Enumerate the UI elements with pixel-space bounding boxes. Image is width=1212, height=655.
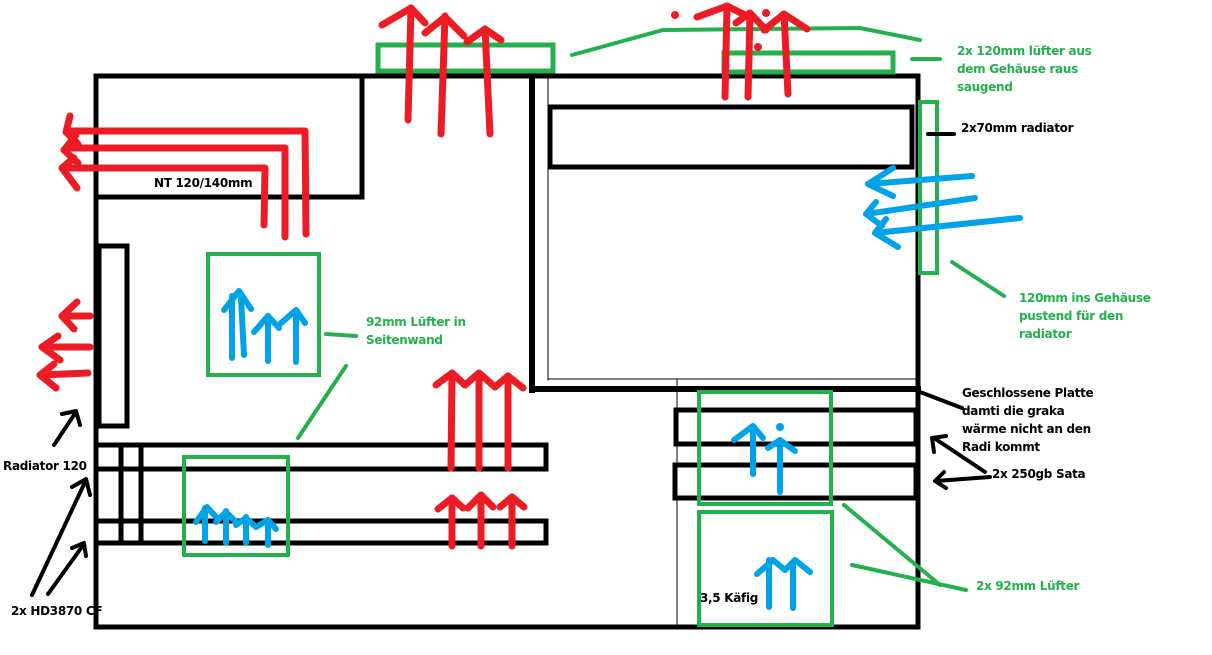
top-fan-left (375, 42, 556, 74)
side-fan-label: 92mm Lüfter in Seitenwand (366, 315, 466, 347)
front-92-pointer-b (850, 563, 968, 592)
hot-air-arrow-psu (58, 112, 310, 241)
front-fan-label: 120mm ins Gehäuse pustend für den radiat… (1019, 291, 1151, 341)
gpu-side-fan (182, 455, 290, 557)
closed-plate-pointer (918, 390, 964, 410)
graphics-cards-label: 2x HD3870 CF (11, 604, 103, 618)
hot-air-arrow-gpu-upper (432, 369, 527, 472)
hot-air-arrow-left-radiator (36, 298, 94, 392)
front-92-fan-lower (697, 510, 834, 627)
closed-plate-label: Geschlossene Platte damti die graka wärm… (962, 386, 1094, 454)
cool-air-arrow-front-radiator (863, 165, 1023, 250)
top-fans-label: 2x 120mm lüfter aus dem Gehäuse raus sau… (957, 44, 1092, 94)
front-92-fans-label: 2x 92mm Lüfter (976, 579, 1080, 593)
cool-air-arrow-gpu-fan (193, 504, 279, 548)
front-fan-pointer (950, 260, 1006, 298)
radiator-120-pointer (52, 409, 82, 447)
hot-air-arrow-top-right (671, 2, 811, 101)
hdd-slot-1 (673, 407, 919, 447)
graphics-card-1 (93, 442, 549, 472)
drive-cage-label: 3,5 Käfig (700, 591, 759, 605)
radiator-70-label: 2x70mm radiator (961, 121, 1074, 135)
radiator-120-box (96, 243, 130, 429)
hd3870-pointer-2 (46, 541, 88, 596)
cool-air-arrow-side-fan (221, 288, 308, 365)
psu-box (93, 73, 365, 200)
top-radiator-box (547, 104, 915, 170)
hdd-pointer-1 (930, 434, 987, 474)
cool-air-arrow-hdd-fan (731, 423, 798, 495)
cool-air-arrow-cage-fan (754, 557, 813, 611)
hot-air-arrow-gpu-lower (434, 491, 528, 550)
front-radiator-fan (918, 100, 939, 275)
graphics-card-2 (93, 518, 549, 546)
hdd-pointer-2 (933, 470, 992, 490)
side-fan (206, 252, 321, 377)
hdd-label: 2x 250gb Sata (992, 467, 1086, 481)
hot-air-arrow-top-left (378, 4, 505, 138)
hd3870-pointer-1 (30, 477, 92, 597)
hdd-slot-2 (672, 462, 919, 501)
side-fan-pointer-b (296, 364, 348, 440)
radiator-120-label: Radiator 120 (3, 459, 87, 473)
front-92-pointer-a (842, 503, 942, 587)
psu-label: NT 120/140mm (154, 176, 253, 190)
side-fan-pointer-a (324, 332, 358, 338)
case-outline (93, 73, 921, 630)
front-92-fan-upper (697, 390, 833, 506)
